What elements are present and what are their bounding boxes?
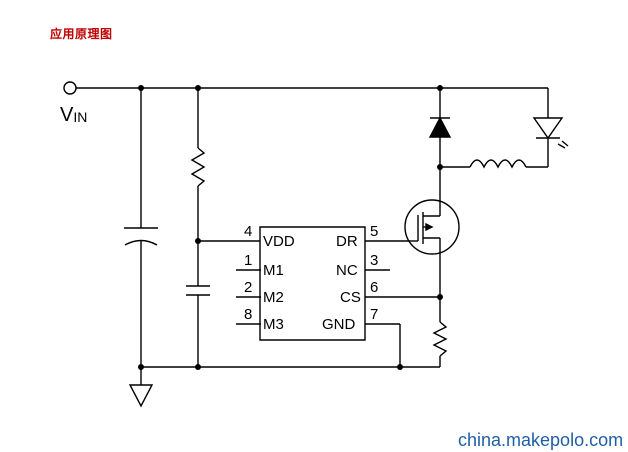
bulk-capacitor xyxy=(124,228,158,245)
inductor xyxy=(470,160,526,167)
pin-name-vdd: VDD xyxy=(263,233,295,250)
junction-dot xyxy=(195,238,201,244)
junction-dot xyxy=(437,85,443,91)
vin-label: VIN xyxy=(60,104,87,127)
pin-number-5: 5 xyxy=(370,223,379,240)
sense-resistor xyxy=(434,322,446,356)
watermark: china.makepolo.com xyxy=(458,430,624,450)
junction-dot xyxy=(437,164,443,170)
freewheel-diode xyxy=(430,118,450,137)
pin-number-4: 4 xyxy=(244,223,253,240)
vin-terminal xyxy=(64,82,76,94)
pin-number-3: 3 xyxy=(370,252,379,269)
junction-dot xyxy=(195,364,201,370)
led-emission-arrow xyxy=(558,141,568,148)
vdd-capacitor xyxy=(186,286,210,295)
ic-body xyxy=(260,227,365,340)
pin-number-8: 8 xyxy=(244,306,253,323)
pin-name-m1: M1 xyxy=(263,262,284,279)
pin-number-2: 2 xyxy=(244,279,253,296)
vin-main: V xyxy=(60,104,74,126)
junction-dot xyxy=(397,364,403,370)
pin-name-m3: M3 xyxy=(263,316,284,333)
pin-name-dr: DR xyxy=(336,233,358,250)
junction-dot xyxy=(437,294,443,300)
junction-dot xyxy=(138,364,144,370)
pin-name-gnd: GND xyxy=(322,316,356,333)
pin-number-1: 1 xyxy=(244,252,253,269)
startup-resistor xyxy=(192,148,204,186)
pin-name-m2: M2 xyxy=(263,289,284,306)
junction-dot xyxy=(138,85,144,91)
diagram-title: 应用原理图 xyxy=(50,27,113,41)
pin-name-nc: NC xyxy=(336,262,358,279)
pin-number-7: 7 xyxy=(370,306,379,323)
led xyxy=(534,118,562,138)
ground-symbol xyxy=(130,385,152,406)
junction-dot xyxy=(195,85,201,91)
pin-name-cs: CS xyxy=(340,289,361,306)
vin-sub: IN xyxy=(73,109,88,125)
mosfet-circle xyxy=(405,200,459,254)
pin-number-6: 6 xyxy=(370,279,379,296)
